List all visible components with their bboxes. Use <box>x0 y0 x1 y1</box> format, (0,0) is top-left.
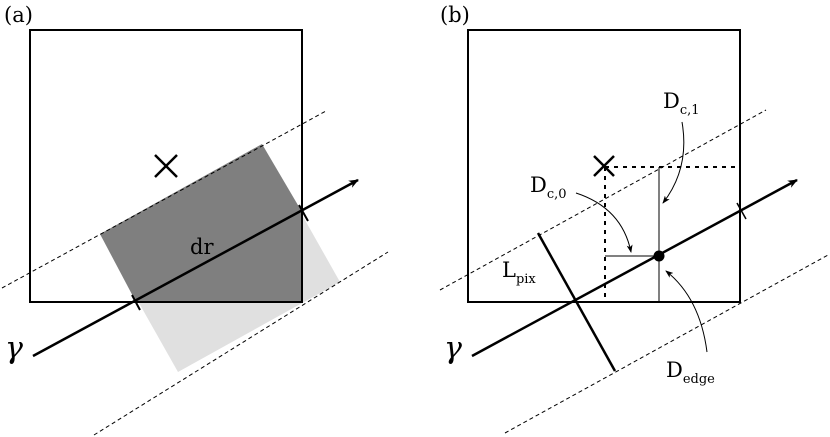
strip-lower-boundary <box>93 251 389 436</box>
pixel-square <box>29 29 303 303</box>
ray-gamma <box>32 178 359 358</box>
label-dedge: Dedge <box>666 358 715 387</box>
dedge-callout-arrow <box>665 270 708 353</box>
strip-lower-boundary-b <box>504 254 829 434</box>
dc1-callout-arrow <box>662 121 685 204</box>
entry-tick <box>131 294 141 311</box>
strip-upper-boundary <box>1 110 327 289</box>
strip-upper-boundary-b <box>439 109 767 291</box>
closest-point <box>653 250 665 262</box>
intersection-area <box>100 144 302 302</box>
label-dc1: Dc,1 <box>663 89 700 118</box>
pixel-square-b <box>467 29 741 303</box>
lpix-line <box>536 232 617 372</box>
segment-label-dr: dr <box>190 235 214 259</box>
label-lpix: Lpix <box>502 258 536 287</box>
panel-b: (b) Dc,1 Dc,0 <box>439 3 829 434</box>
exit-tick <box>298 204 309 222</box>
pixel-center-marker-b <box>593 155 615 177</box>
ray-gamma-b <box>471 178 798 358</box>
dc0-callout-arrow <box>575 192 633 253</box>
panel-b-tag: (b) <box>440 3 470 27</box>
exit-tick-b <box>736 202 747 220</box>
ray-label-gamma-b: γ <box>444 331 462 366</box>
ray-label-gamma: γ <box>5 331 23 366</box>
label-dc0: Dc,0 <box>530 173 567 202</box>
pixel-center-marker <box>154 154 178 178</box>
panel-a-tag: (a) <box>4 3 33 27</box>
panel-a: (a) dr γ <box>1 3 389 436</box>
